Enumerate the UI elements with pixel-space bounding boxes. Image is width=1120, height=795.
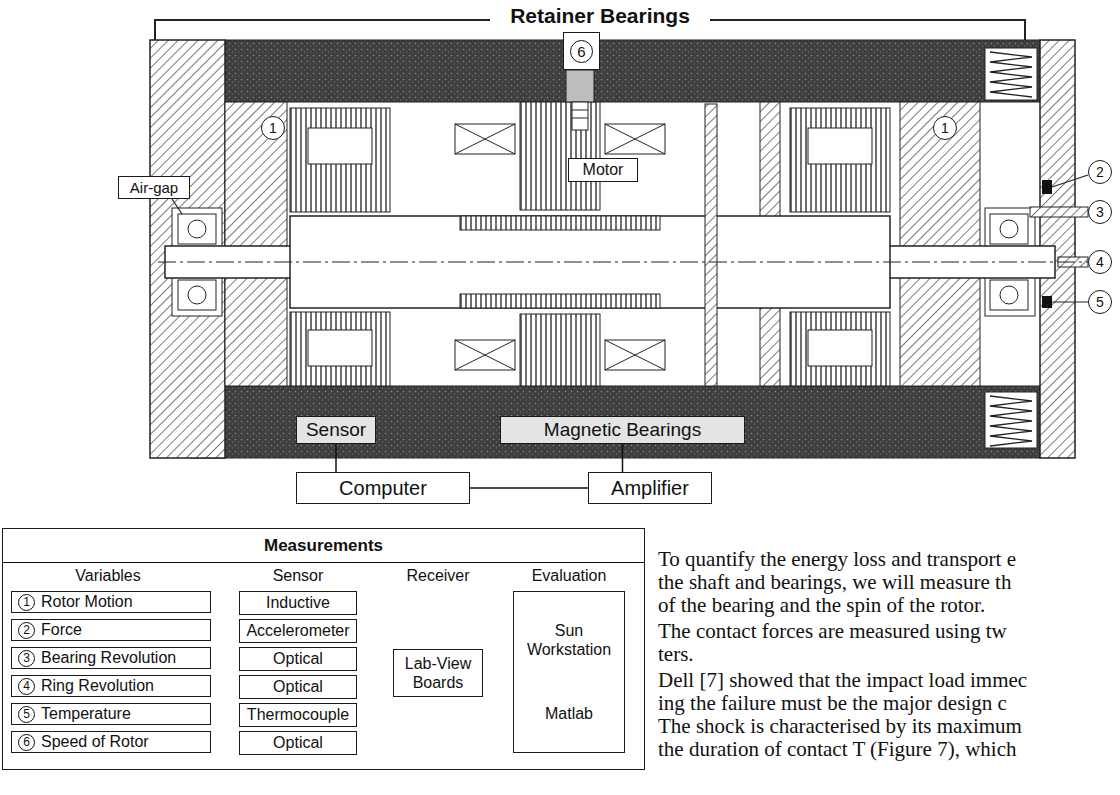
paper-text: The shock is characterised by its maximu…	[658, 715, 1022, 738]
variable-cell: 3 Bearing Revolution	[11, 647, 211, 669]
callout-number: 4	[1096, 254, 1104, 270]
sensor-cell: Optical	[239, 647, 357, 671]
paper-text: of the bearing and the spin of the rotor…	[658, 594, 985, 617]
callout-number: 4	[1088, 250, 1112, 274]
part-label: Retainer Bearings	[504, 4, 696, 27]
evaluation-cell: Sun WorkstationMatlab	[513, 591, 625, 753]
callout-number: 1	[941, 120, 949, 136]
sensor-cell: Optical	[239, 731, 357, 755]
callout-number: 2	[18, 622, 35, 639]
sensor-tag: 6	[563, 32, 600, 70]
node-text: Sensor	[306, 419, 366, 441]
connector	[622, 444, 624, 472]
column-header: Variables	[75, 567, 141, 585]
node-text: Magnetic Bearings	[544, 419, 701, 441]
callout-box: Motor	[568, 158, 638, 182]
node-text: Speed of Rotor	[41, 733, 149, 751]
node-text: Accelerometer	[246, 622, 349, 640]
variable-cell: 2 Force	[11, 619, 211, 641]
callout-number: 1	[269, 120, 277, 136]
node-text: Motor	[583, 161, 624, 179]
header-rule	[3, 562, 644, 563]
callout-number: 5	[18, 706, 35, 723]
node-text: Rotor Motion	[41, 593, 133, 611]
node-text: Ring Revolution	[41, 677, 154, 695]
node-text: Optical	[273, 734, 323, 752]
callout-number: 1	[261, 116, 285, 140]
callout-number: 5	[1096, 294, 1104, 310]
node-text: Sun Workstation	[520, 621, 618, 659]
variable-cell: 4 Ring Revolution	[11, 675, 211, 697]
rotor-laminations	[460, 294, 660, 308]
column-header: Evaluation	[532, 567, 607, 585]
paper-text: The contact forces are measured using tw	[658, 620, 1007, 643]
paper-text: Dell [7] showed that the impact load imm…	[658, 669, 1027, 692]
callout-number: 1	[18, 594, 35, 611]
node-text: Thermocouple	[247, 706, 349, 724]
connector	[470, 487, 588, 489]
node-text: Bearing Revolution	[41, 649, 176, 667]
callout-number: 2	[1096, 164, 1104, 180]
sensor-cell: Thermocouple	[239, 703, 357, 727]
left-support	[225, 102, 287, 386]
column-header: Sensor	[273, 567, 324, 585]
table-title: Measurements	[3, 536, 644, 556]
measurement-table: MeasurementsVariables Sensor Receiver Evalu…	[2, 528, 645, 770]
paper-text: ters.	[658, 643, 694, 666]
rotor-laminations	[460, 216, 660, 230]
node-text: Computer	[339, 477, 427, 500]
node-text: Matlab	[545, 704, 593, 723]
housing-top	[225, 40, 1040, 102]
column-header: Receiver	[406, 567, 469, 585]
disc	[705, 104, 717, 386]
centre-line	[158, 262, 1095, 263]
sensor-cell: Inductive	[239, 591, 357, 615]
node-text: Lab-View Boards	[400, 654, 476, 692]
paper-text: To quantify the energy loss and transpor…	[658, 548, 1016, 571]
paper-text: the shaft and bearings, we will measure …	[658, 571, 1011, 594]
callout-box: Air-gap	[118, 176, 190, 199]
callout-number: 4	[18, 678, 35, 695]
device-box: Amplifier	[588, 472, 712, 504]
sensor-cell: Optical	[239, 675, 357, 699]
node-text: Temperature	[41, 705, 131, 723]
right-magnetic-bearing	[790, 108, 890, 386]
paper-text: ing the failure must be the major design…	[658, 692, 1007, 715]
probe	[1030, 207, 1088, 217]
housing-bottom	[190, 386, 1040, 458]
callout-number: 1	[933, 116, 957, 140]
speed-sensor	[566, 70, 594, 130]
node-text: Amplifier	[611, 477, 689, 500]
thermocouple	[1042, 296, 1052, 308]
accelerometer	[1042, 180, 1052, 194]
variable-cell: 5 Temperature	[11, 703, 211, 725]
callout-number: 3	[18, 650, 35, 667]
part-box: Sensor	[296, 416, 376, 444]
callout-number: 6	[570, 40, 593, 63]
variable-cell: 1 Rotor Motion	[11, 591, 211, 613]
callout-number: 3	[1096, 204, 1104, 220]
node-text: Optical	[273, 650, 323, 668]
callout-number: 3	[1088, 200, 1112, 224]
right-support	[900, 102, 980, 386]
sensor-cell: Accelerometer	[239, 619, 357, 643]
leader-line	[172, 175, 1088, 302]
callout-number: 5	[1088, 290, 1112, 314]
variable-cell: 6 Speed of Rotor	[11, 731, 211, 753]
node-text: Inductive	[266, 594, 330, 612]
receiver-cell: Lab-View Boards	[393, 649, 483, 697]
callout-number: 2	[1088, 160, 1112, 184]
connector	[335, 444, 337, 472]
node-text: Force	[41, 621, 82, 639]
node-text: Optical	[273, 678, 323, 696]
motor-stator	[455, 102, 665, 386]
node-text: Air-gap	[130, 179, 178, 196]
callout-number: 6	[18, 734, 35, 751]
part-box: Magnetic Bearings	[500, 416, 745, 444]
paper-text: the duration of contact T (Figure 7), wh…	[658, 738, 1016, 761]
device-box: Computer	[296, 472, 470, 504]
left-magnetic-bearing	[290, 108, 390, 386]
